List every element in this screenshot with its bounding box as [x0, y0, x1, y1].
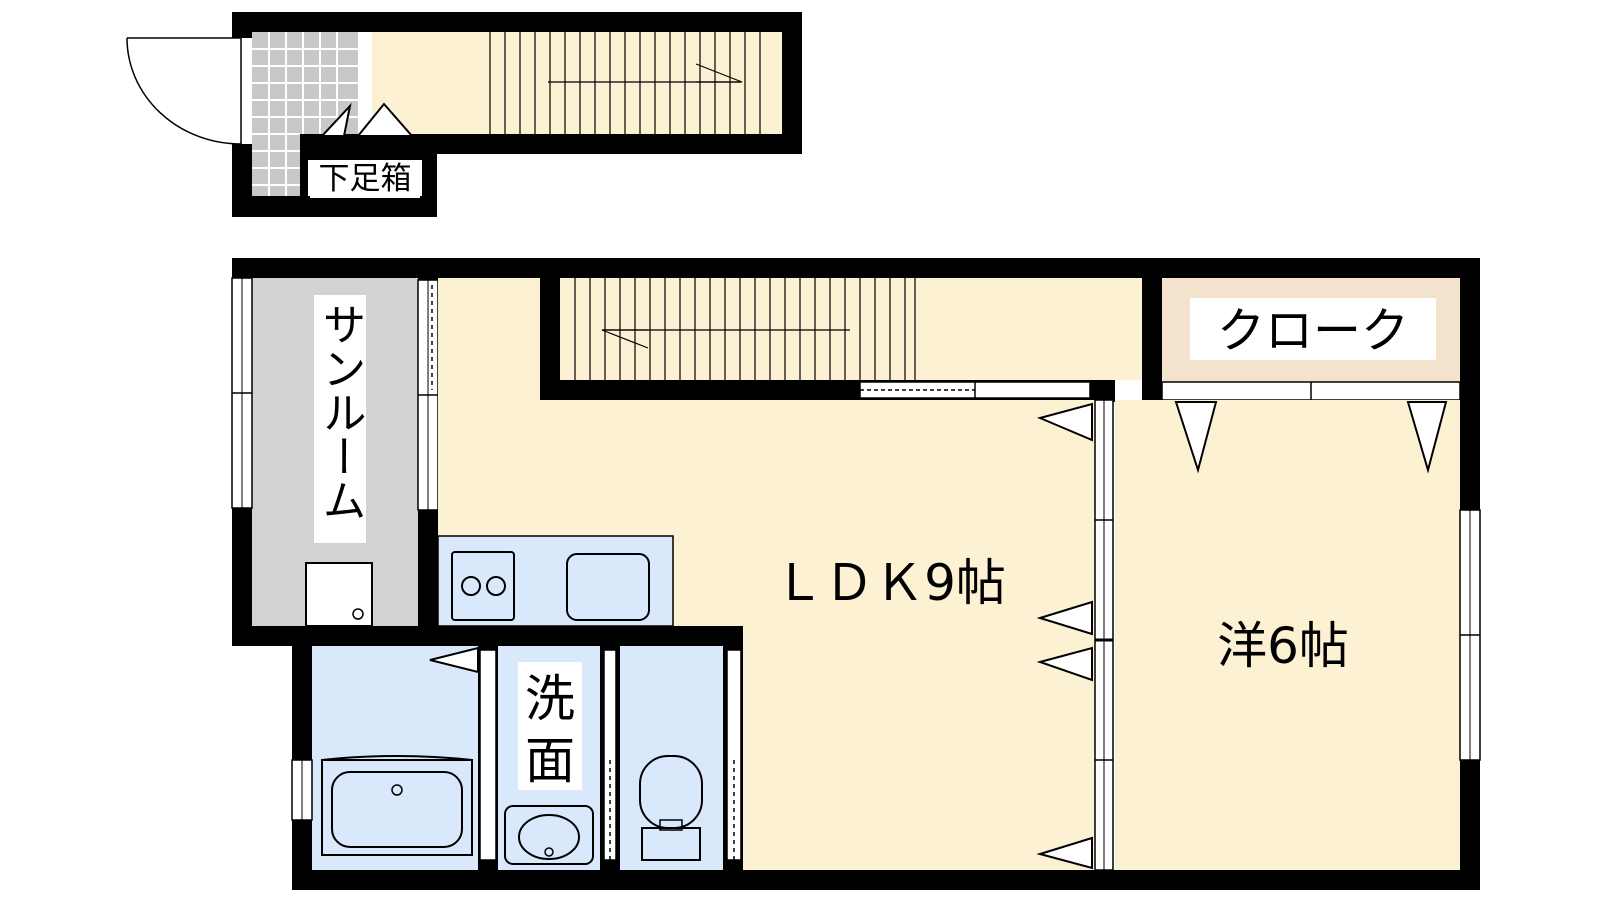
closet-label: クローク — [1217, 303, 1409, 359]
entrance-tile-grid — [252, 32, 358, 196]
toilet-floor — [620, 646, 723, 870]
main-unit: サンルーム — [231, 258, 1481, 890]
lower-stair-treads — [574, 278, 916, 380]
washroom-label-line2: 面 — [525, 732, 575, 790]
ldk-label-bg — [755, 552, 1023, 616]
washroom-label-line1: 洗 — [525, 670, 575, 728]
ldk-label: ＬＤＫ9帖 — [774, 554, 1006, 612]
shoe-box-label: 下足箱 — [319, 161, 412, 197]
shoe-box-label-bg — [308, 160, 422, 196]
western-room-label-bg — [1208, 613, 1358, 675]
upper-stair-treads — [489, 32, 761, 134]
closet-label-bg — [1190, 298, 1436, 360]
entrance-area: 下足箱 — [126, 12, 802, 217]
washroom-label-bg — [518, 662, 582, 790]
sunroom-label: サンルーム — [315, 302, 366, 522]
western-room-label: 洋6帖 — [1217, 617, 1349, 675]
sunroom-label-bg — [314, 295, 366, 543]
